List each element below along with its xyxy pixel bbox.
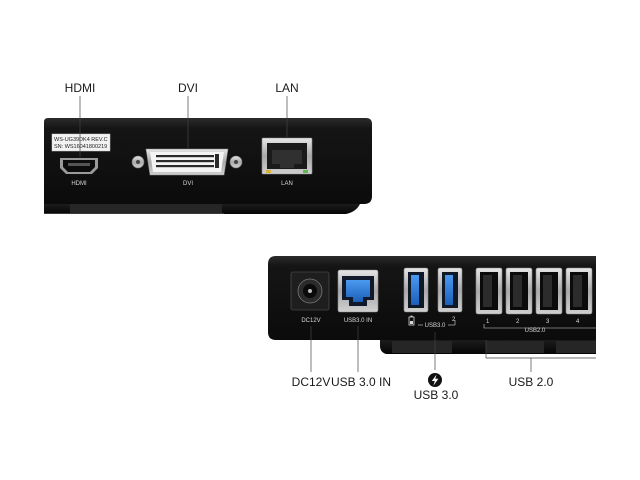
usb30-ports: USB3.0 2	[403, 267, 463, 329]
lan-port-label: LAN	[281, 181, 293, 187]
dc12v-jack: DC12V	[290, 271, 330, 324]
bottom-device: DC12V USB3.0 IN USB3.0	[268, 256, 596, 402]
dvi-port-label: DVI	[183, 181, 193, 187]
hdmi-port-label: HDMI	[71, 181, 87, 187]
usb30-callout: USB 3.0	[414, 388, 459, 402]
usb20-callout: USB 2.0	[509, 375, 554, 389]
dvi-callout: DVI	[178, 81, 198, 95]
usb20-port-number-3: 3	[546, 319, 550, 325]
usb20-ports: 1 2 3 4 USB2.0	[475, 267, 596, 334]
lan-callout: LAN	[275, 81, 298, 95]
bottom-callout-lines	[310, 326, 596, 372]
usb20-port-3	[535, 267, 563, 315]
usb20-port-number-1: 1	[486, 319, 490, 325]
usb30-in-callout: USB 3.0 IN	[331, 375, 391, 389]
battery-icon	[408, 315, 415, 326]
hdmi-port: HDMI	[60, 158, 98, 187]
sticker-model: WS-UG39DK4 REV.C	[54, 137, 108, 143]
top-device-foot	[70, 204, 222, 213]
usb30-port-number-2: 2	[452, 317, 456, 323]
lightning-bolt-icon	[428, 373, 442, 387]
usb30-port-label: USB3.0	[425, 323, 446, 329]
bottom-device-feet	[392, 341, 596, 353]
usb20-port-number-2: 2	[516, 319, 520, 325]
usb20-port-1	[475, 267, 503, 315]
usb20-port-number-4: 4	[576, 319, 580, 325]
hdmi-callout: HDMI	[65, 81, 96, 95]
model-sticker: WS-UG39DK4 REV.C SN: WS16041800219	[51, 133, 111, 152]
dc12v-callout: DC12V	[292, 375, 331, 389]
usb20-port-2	[505, 267, 533, 315]
sticker-serial: SN: WS16041800219	[54, 144, 107, 150]
usb20-port-4	[565, 267, 593, 315]
usb20-port-label: USB2.0	[525, 328, 546, 334]
dvi-port: DVI	[131, 148, 243, 187]
dc12v-port-label: DC12V	[301, 318, 320, 324]
top-device: WS-UG39DK4 REV.C SN: WS16041800219 HDMI	[44, 81, 372, 214]
lan-port: LAN	[261, 137, 313, 187]
usb30-in-port-label: USB3.0 IN	[344, 318, 372, 324]
usb30-in-port: USB3.0 IN	[337, 269, 379, 324]
top-callout-lines	[79, 96, 288, 157]
